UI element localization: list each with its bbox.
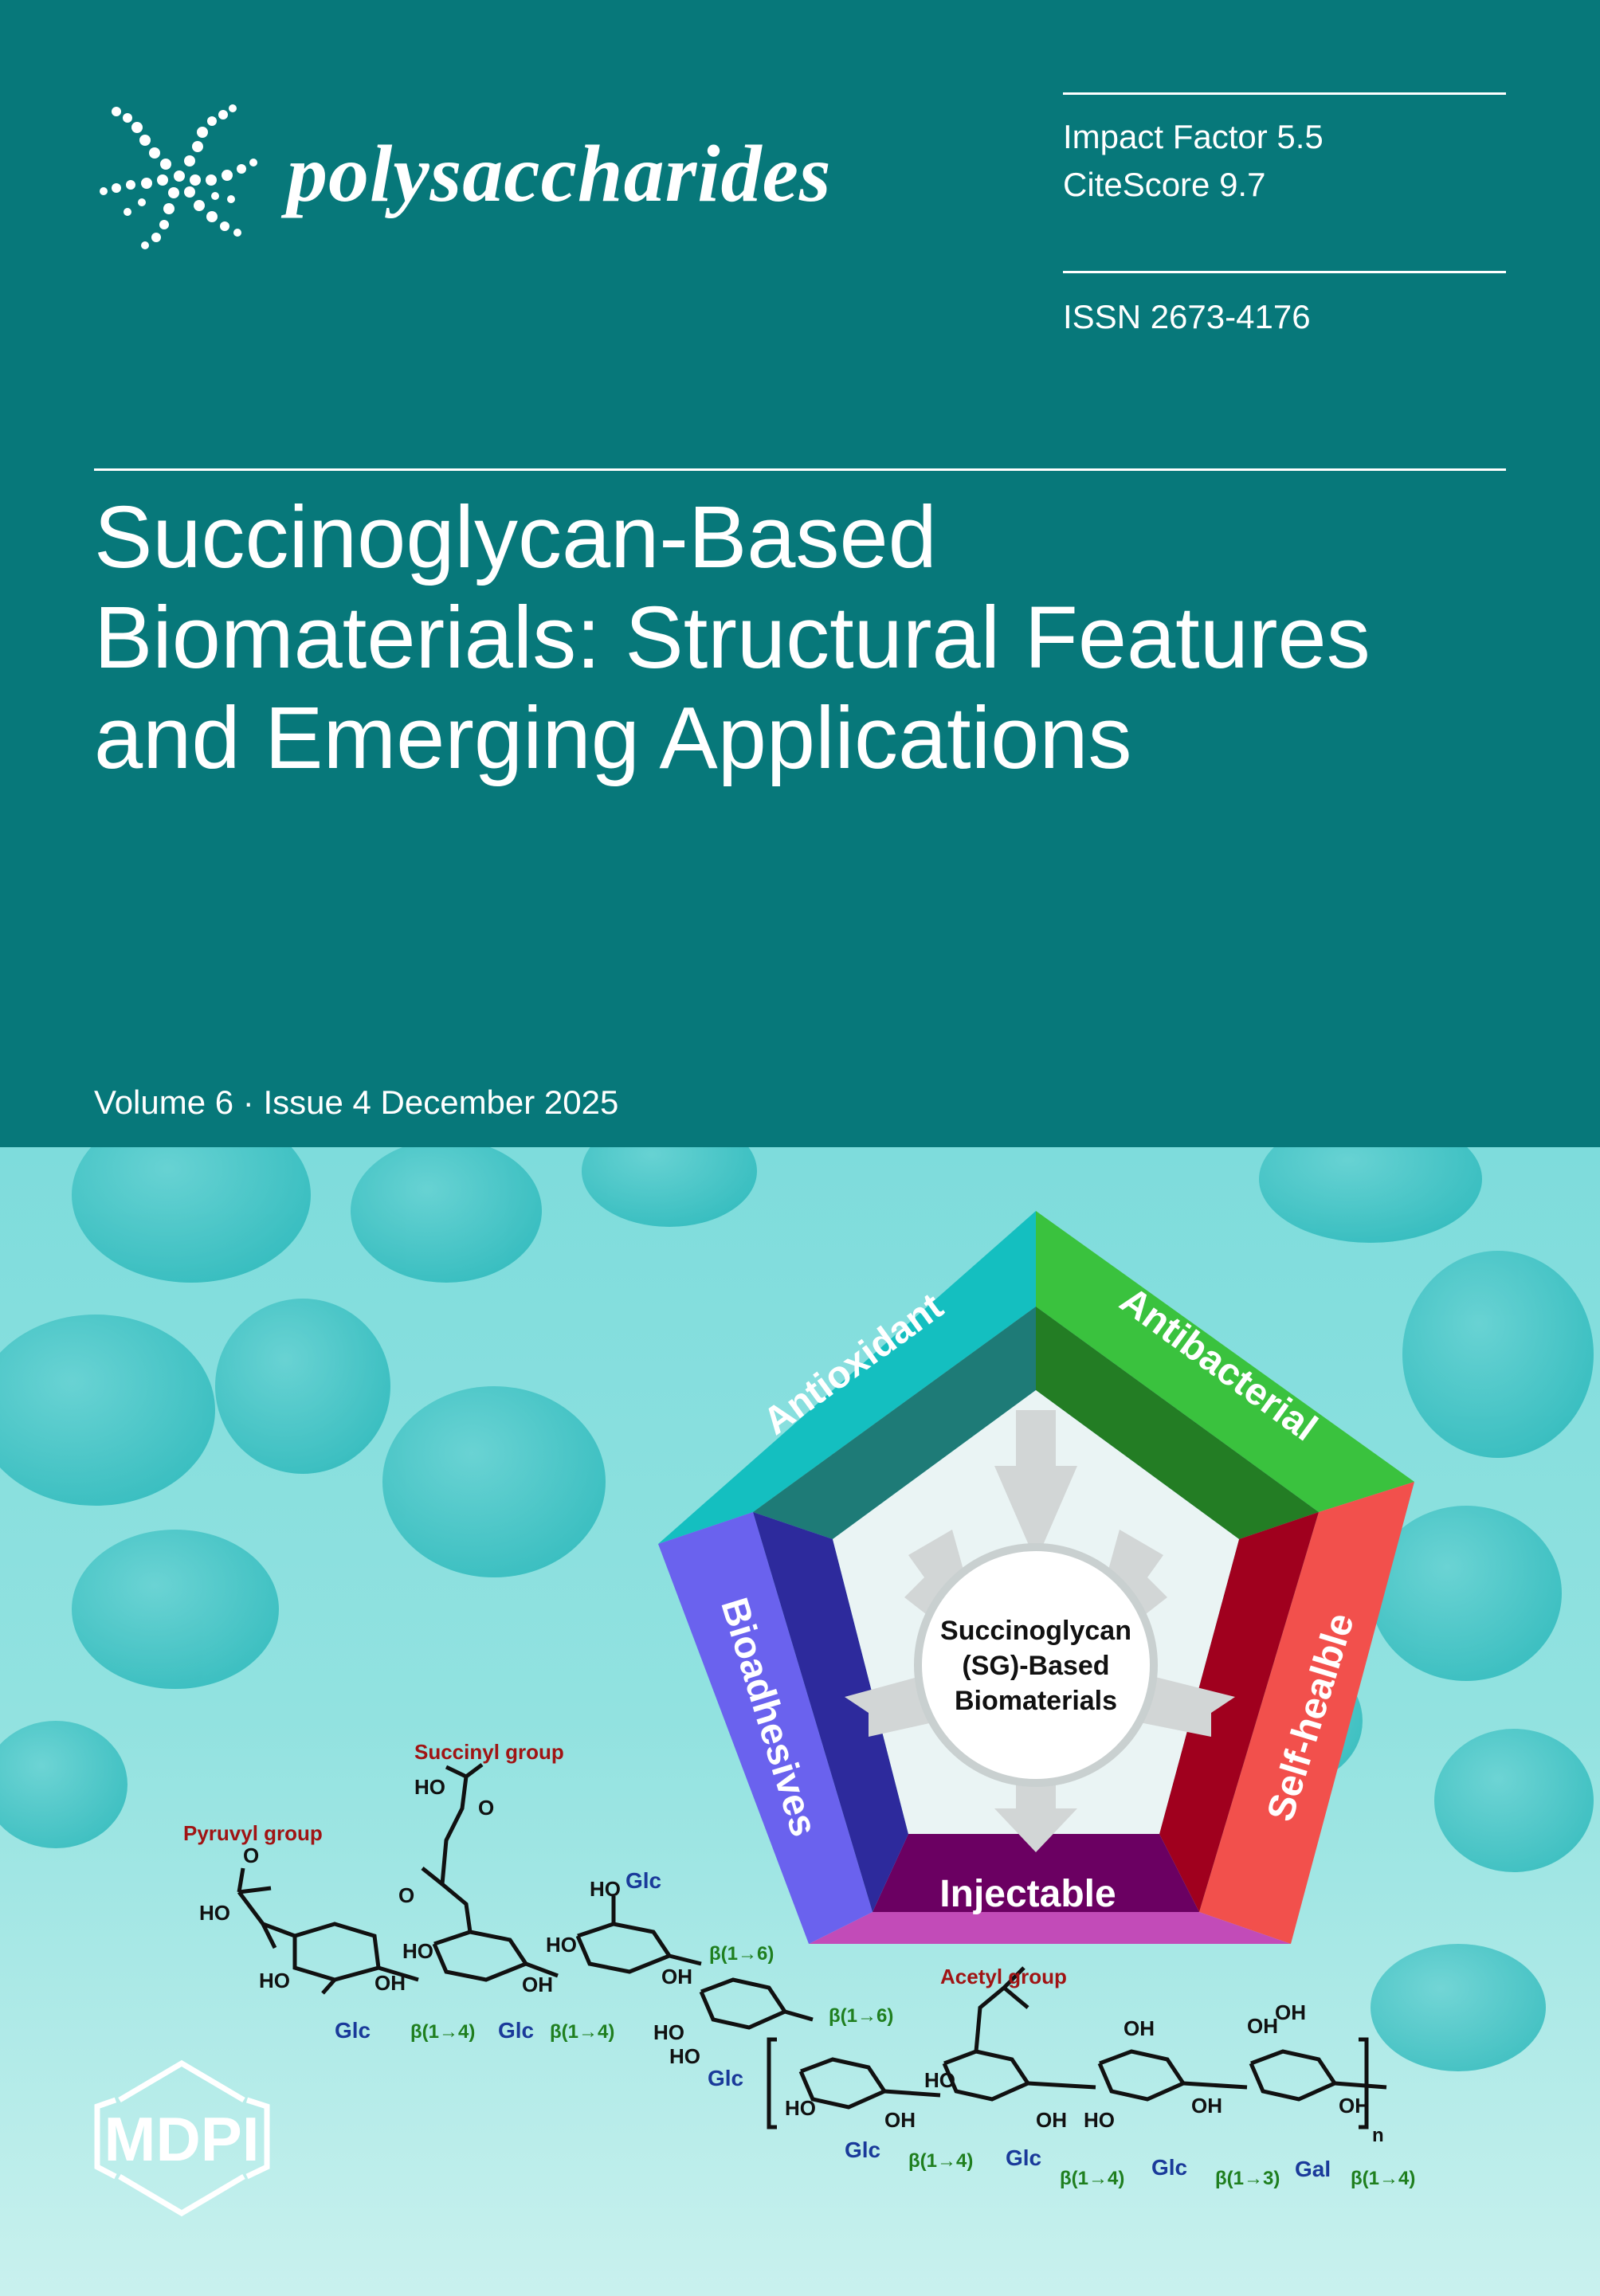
label-glc-3: Glc	[625, 1868, 661, 1893]
label-ho-unit3: HO	[1084, 2108, 1115, 2132]
label-oh-ring1: OH	[375, 1971, 406, 1995]
label-pyruvyl: Pyruvyl group	[183, 1821, 323, 1845]
label-glc-7: Glc	[1151, 2155, 1187, 2180]
label-link-8: β(1→4)	[1351, 2168, 1415, 2189]
label-gal: Gal	[1295, 2157, 1331, 2181]
segment-antibacterial-inner	[1036, 1307, 1319, 1539]
label-ho-ring4b: HO	[669, 2044, 700, 2068]
label-acetyl: Acetyl group	[940, 1965, 1067, 1988]
label-ho-pyruvyl: HO	[199, 1901, 230, 1925]
issn: ISSN 2673-4176	[1063, 298, 1311, 335]
divider-top	[1063, 92, 1506, 95]
segment-bioadhesives	[658, 1512, 873, 1944]
label-link-6: β(1→4)	[1060, 2168, 1124, 2189]
label-link-4: β(1→6)	[829, 2005, 893, 2027]
label-o-ester: O	[398, 1883, 414, 1907]
dotted-starburst-icon	[100, 104, 257, 249]
label-oh-unit4c: OH	[1339, 2094, 1370, 2118]
label-succinyl: Succinyl group	[414, 1740, 564, 1764]
label-oh-unit2: OH	[1036, 2108, 1067, 2132]
segment-antioxidant	[658, 1211, 1036, 1544]
publisher-name: MDPI	[104, 2104, 260, 2174]
cover-graphic: Succinoglycan (SG)-Based Biomaterials An…	[0, 1147, 1600, 2296]
arrows	[994, 1410, 1077, 1561]
center-line-2: (SG)-Based	[962, 1651, 1109, 1681]
citescore: CiteScore 9.7	[1063, 166, 1266, 203]
label-link-7: β(1→3)	[1215, 2168, 1280, 2189]
volume-issue: Volume 6 · Issue 4 December 2025	[94, 1083, 619, 1121]
label-oh-ring3: OH	[661, 1965, 692, 1988]
label-glc-4: Glc	[708, 2066, 743, 2090]
label-ho-unit1: HO	[785, 2096, 816, 2120]
impact-factor: Impact Factor 5.5	[1063, 118, 1324, 155]
label-oh-unit1: OH	[884, 2108, 916, 2132]
label-oh-unit4: OH	[1247, 2014, 1278, 2038]
succinoglycan-structure	[237, 1763, 1387, 2129]
properties-pentagon: Succinoglycan (SG)-Based Biomaterials An…	[658, 1211, 1414, 1944]
label-glc-6: Glc	[1006, 2145, 1041, 2170]
segment-selfhealing	[1199, 1482, 1414, 1944]
segment-bioadhesives-inner	[753, 1512, 908, 1912]
segment-selfhealing-inner	[1159, 1512, 1319, 1912]
label-ho-ring4: HO	[653, 2020, 684, 2044]
segment-injectable	[809, 1912, 1291, 1944]
label-ho-unit2: HO	[924, 2068, 955, 2092]
arrow-right	[1131, 1673, 1235, 1737]
label-ho-ring3b: HO	[546, 1933, 577, 1957]
center-line-1: Succinoglycan	[940, 1616, 1131, 1646]
segment-antibacterial	[1036, 1211, 1414, 1512]
label-ho-ring3: HO	[590, 1877, 621, 1901]
label-glc-5: Glc	[845, 2137, 880, 2162]
label-glc-1: Glc	[335, 2018, 371, 2043]
label-n: n	[1372, 2125, 1384, 2146]
cover-header: polysaccharides Impact Factor 5.5 CiteSc…	[0, 0, 1600, 1147]
label-injectable: Injectable	[939, 1873, 1116, 1915]
label-link-2: β(1→4)	[550, 2021, 614, 2043]
journal-name: polysaccharides	[287, 129, 832, 219]
structure-labels: Succinyl group Pyruvyl group Acetyl grou…	[183, 1740, 1415, 2189]
label-oh-ring2: OH	[522, 1973, 553, 1996]
mdpi-logo: MDPI	[94, 2059, 270, 2217]
label-oh-unit3b: OH	[1191, 2094, 1222, 2118]
label-glc-2: Glc	[498, 2018, 534, 2043]
label-oh-unit3: OH	[1124, 2016, 1155, 2040]
label-o-pyruvyl: O	[243, 1843, 259, 1867]
label-ho-succinyl: HO	[414, 1775, 445, 1799]
title-line-2: Biomaterials: Structural Features	[94, 589, 1371, 687]
label-link-1: β(1→4)	[410, 2021, 475, 2043]
label-o-succinyl: O	[478, 1796, 494, 1820]
arrow-down	[994, 1769, 1077, 1852]
divider-middle	[1063, 271, 1506, 273]
title-line-1: Succinoglycan-Based	[94, 488, 937, 586]
label-ho-ring2: HO	[402, 1939, 433, 1963]
title-line-3: and Emerging Applications	[94, 689, 1132, 787]
segment-antioxidant-inner	[753, 1307, 1036, 1539]
label-link-5: β(1→4)	[908, 2150, 973, 2172]
label-ho-ring1: HO	[259, 1969, 290, 1992]
label-oh-unit4b: OH	[1275, 2000, 1306, 2024]
article-title: Succinoglycan-Based Biomaterials: Struct…	[94, 488, 1528, 789]
segment-injectable-inner	[873, 1834, 1199, 1912]
label-link-3: β(1→6)	[709, 1943, 774, 1965]
center-circle	[914, 1543, 1158, 1787]
center-line-3: Biomaterials	[955, 1686, 1117, 1716]
graphic-canvas: Succinoglycan (SG)-Based Biomaterials An…	[0, 1147, 1600, 2296]
divider-title	[94, 468, 1506, 471]
